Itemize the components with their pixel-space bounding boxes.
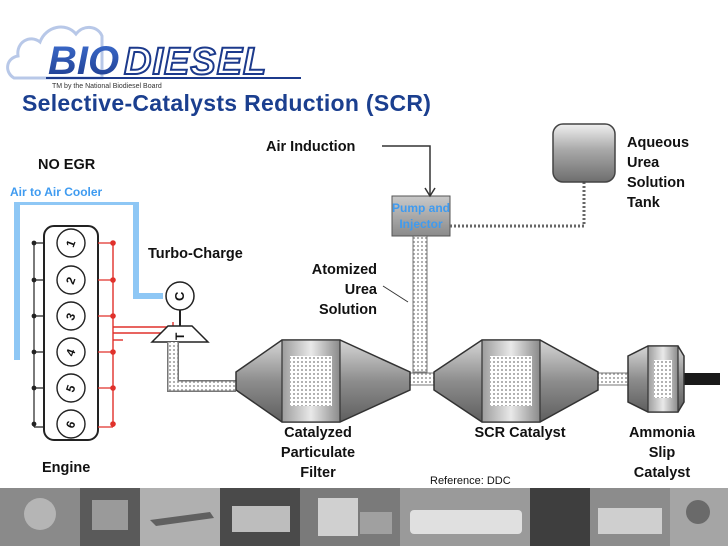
logo-tm-line: TM by the National Biodiesel Board [52,83,162,90]
cpf-label-3: Filter [300,465,336,481]
ammonia-label-3: Catalyst [634,465,691,481]
photo-semi-cab [318,498,358,536]
atomized-pointer [382,285,409,303]
atomized-label-1: Atomized [312,262,377,278]
turbo-turbine [150,325,210,343]
no-egr-label: NO EGR [38,157,96,173]
engine-exhaust-runners [98,242,113,428]
pipe-scr-to-ammonia [597,372,629,386]
atomized-label-2: Urea [345,282,378,298]
cylinder-3 [56,301,86,331]
scr-catalyst-label: SCR Catalyst [474,425,565,441]
urea-supply-line [450,182,586,228]
exhaust-port-dot [110,277,116,283]
turbo-compressor-letter: C [172,291,187,301]
cylinder-number-4: 4 [63,347,79,358]
cylinder-6 [56,409,86,439]
exhaust-port-dot [110,349,116,355]
photo-person-face [24,498,56,530]
ammonia-label-2: Slip [649,445,676,461]
cylinder-5 [56,373,86,403]
cpf-substrate [290,356,332,406]
ammonia-label-1: Ammonia [629,425,696,441]
intake-port-dot [31,385,37,391]
pump-and-injector [391,195,451,237]
tank-label-3: Solution [627,175,685,191]
scr-substrate [490,356,532,406]
cylinder-1 [56,228,86,258]
urea-tank [552,123,616,183]
cylinder-number-1: 1 [63,238,79,249]
cylinder-4 [56,337,86,367]
engine-intake-manifold [33,242,44,428]
air-to-air-cooler-label: Air to Air Cooler [10,185,103,199]
engine-cylinders: 1 2 3 4 5 6 [31,228,116,439]
tailpipe [684,373,720,385]
urea-injection-line [412,235,428,373]
urea-injection-system: Pump and Injector [382,145,586,373]
exhaust-pipe-outline [167,342,236,392]
intake-port-dot [31,421,37,427]
tank-label-2: Urea [627,155,660,171]
air-induction-arrow [424,187,436,198]
intake-port-dot [31,240,37,246]
atomized-label-3: Solution [319,302,377,318]
photo-bus-body [232,506,290,532]
logo-cloud-shape [6,25,104,80]
photo-truck-1-cab [92,500,128,530]
cylinder-number-3: 3 [63,311,79,322]
engine-block [43,225,99,441]
vehicle-photo-strip [0,488,728,546]
catalyzed-particulate-filter [235,339,411,423]
ammonia-slip-catalyst [627,345,685,413]
air-to-air-cooler: Air to Air Cooler [8,180,163,360]
logo-bio-text: BIO [48,39,119,83]
page-title: Selective-Catalysts Reduction (SCR) [22,90,431,116]
pump-label-1: Pump and [392,201,450,215]
ammonia-substrate [654,360,672,398]
exhaust-port-dot [110,240,116,246]
cylinder-2 [56,265,86,295]
intake-port-dot [31,277,37,283]
exhaust-line-to-turbo [113,322,174,328]
cpf-label-2: Particulate [281,445,355,461]
biodiesel-logo: BIO DIESEL TM by the National Biodiesel … [6,25,301,90]
scr-catalyst [433,339,599,423]
intake-port-dot [31,349,37,355]
cylinder-number-2: 2 [63,275,79,286]
photo-semi-trailer [360,512,392,534]
engine-label: Engine [42,460,90,476]
turbo-turbine-letter: T [173,332,187,340]
logo-underline [46,77,301,79]
photo-coach-body [410,510,522,534]
turbo-charge-label: Turbo-Charge [148,246,243,262]
cylinder-number-5: 5 [63,383,79,394]
cylinder-number-6: 6 [63,419,79,430]
cpf-label-1: Catalyzed [284,425,352,441]
reference-note: Reference: DDC [430,475,511,487]
tank-label-4: Tank [627,195,661,211]
tank-label-1: Aqueous [627,135,689,151]
engine: 1 2 3 4 5 6 Engine [31,225,116,476]
air-induction-line [382,145,431,196]
exhaust-port-dot [110,385,116,391]
photo-plane-body [150,512,214,526]
exhaust-port-dot [110,421,116,427]
intake-port-dot [31,313,37,319]
turbocharger: Turbo-Charge C T [148,246,243,343]
photo-worker-figure [686,500,710,524]
photo-tractor [530,488,590,546]
air-induction-label: Air Induction [266,139,355,155]
exhaust-port-dot [110,313,116,319]
pump-label-2: Injector [399,217,443,231]
cooler-label-bg [8,180,144,202]
photo-school-bus-body [598,508,662,534]
exhaust-pipe-fill [168,342,236,391]
logo-diesel-text: DIESEL [124,41,267,83]
